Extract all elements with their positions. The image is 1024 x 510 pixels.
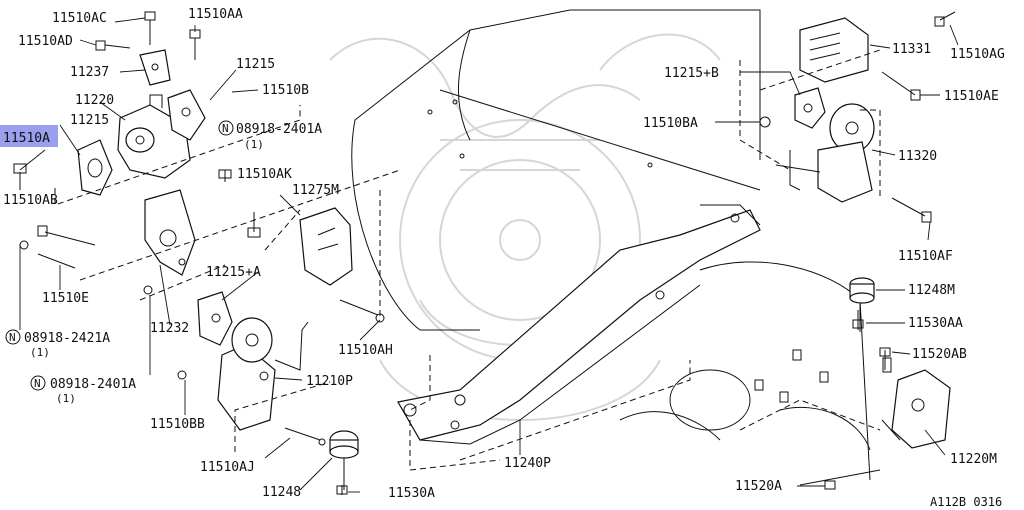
- label-11520A[interactable]: 11520A: [735, 479, 782, 494]
- label-11510AE[interactable]: 11510AE: [944, 89, 999, 104]
- circled-n-icon: [218, 120, 234, 136]
- right-mount-11320: [775, 103, 875, 203]
- label-11510A[interactable]: 11510A: [3, 131, 50, 146]
- transmission-outline: [619, 261, 871, 481]
- label-11510AD[interactable]: 11510AD: [18, 34, 73, 49]
- circled-n-letter: N: [222, 122, 229, 135]
- label-11220M[interactable]: 11220M: [950, 452, 997, 467]
- label-11232[interactable]: 11232: [150, 321, 189, 336]
- label-11220[interactable]: 11220: [75, 93, 114, 108]
- label-11510BB[interactable]: 11510BB: [150, 417, 205, 432]
- label-11510AH[interactable]: 11510AH: [338, 343, 393, 358]
- circled-n-icon-2: [5, 329, 21, 345]
- rear-mount-11220M: [881, 369, 951, 449]
- qty-08918-2401A-top: (1): [244, 138, 264, 151]
- label-11331[interactable]: 11331: [892, 42, 931, 57]
- label-11248M[interactable]: 11248M: [908, 283, 955, 298]
- small-studs: [754, 349, 892, 403]
- bracket-11237: [139, 49, 171, 86]
- label-08918-2401A-bot[interactable]: 08918-2401A: [50, 377, 136, 392]
- label-11510AC[interactable]: 11510AC: [52, 11, 107, 26]
- qty-08918-2421A: (1): [30, 346, 50, 359]
- selected-part-highlight: [0, 125, 58, 147]
- label-11530A[interactable]: 11530A: [388, 486, 435, 501]
- label-11215-left[interactable]: 11215: [70, 113, 109, 128]
- label-11510AK[interactable]: 11510AK: [237, 167, 292, 182]
- label-11215B[interactable]: 11215+B: [664, 66, 719, 81]
- insulator-11215B: [794, 87, 826, 129]
- circled-n-icon-3: [30, 375, 46, 391]
- label-11510B[interactable]: 11510B: [262, 83, 309, 98]
- engine-block-outline: [351, 9, 761, 331]
- label-11510AG[interactable]: 11510AG: [950, 47, 1005, 62]
- label-11248-bot[interactable]: 11248: [262, 485, 301, 500]
- diagram-code: A112B 0316: [930, 495, 1002, 509]
- bushing-11248: [329, 430, 359, 490]
- label-11510AB[interactable]: 11510AB: [3, 193, 58, 208]
- label-11520AB[interactable]: 11520AB: [912, 347, 967, 362]
- label-11237[interactable]: 11237: [70, 65, 109, 80]
- label-11320[interactable]: 11320: [898, 149, 937, 164]
- circled-n-letter-3: N: [34, 377, 41, 390]
- label-11275M[interactable]: 11275M: [292, 183, 339, 198]
- label-11510BA[interactable]: 11510BA: [643, 116, 698, 131]
- label-08918-2421A[interactable]: 08918-2421A: [24, 331, 110, 346]
- bracket-11232: [144, 189, 196, 276]
- bracket-11275M: [299, 207, 353, 286]
- label-11215A[interactable]: 11215+A: [206, 265, 261, 280]
- label-11530AA[interactable]: 11530AA: [908, 316, 963, 331]
- top-insulator-11215: [167, 89, 206, 141]
- label-11510AF[interactable]: 11510AF: [898, 249, 953, 264]
- label-11240P[interactable]: 11240P: [504, 456, 551, 471]
- bushing-11248M: [849, 277, 875, 332]
- left-insulator-11215: [77, 139, 113, 196]
- insulator-11215A: [197, 291, 233, 346]
- label-11510AJ[interactable]: 11510AJ: [200, 460, 255, 475]
- label-08918-2401A-top[interactable]: 08918-2401A: [236, 122, 322, 137]
- leader-lines: [19, 17, 959, 493]
- label-11510E[interactable]: 11510E: [42, 291, 89, 306]
- callout-labels: 11510AC 11510AA 11510AD 11237 11215 1151…: [3, 7, 1005, 509]
- circled-n-letter-2: N: [9, 331, 16, 344]
- label-11510AA[interactable]: 11510AA: [188, 7, 243, 22]
- label-11215-top[interactable]: 11215: [236, 57, 275, 72]
- qty-08918-2401A-bot: (1): [56, 392, 76, 405]
- lower-mount-11210P: [217, 317, 309, 431]
- assembly-dashed-lines: [54, 49, 881, 471]
- label-11210P[interactable]: 11210P: [306, 374, 353, 389]
- bracket-11331: [799, 17, 869, 83]
- crossmember-11240P: [397, 204, 761, 445]
